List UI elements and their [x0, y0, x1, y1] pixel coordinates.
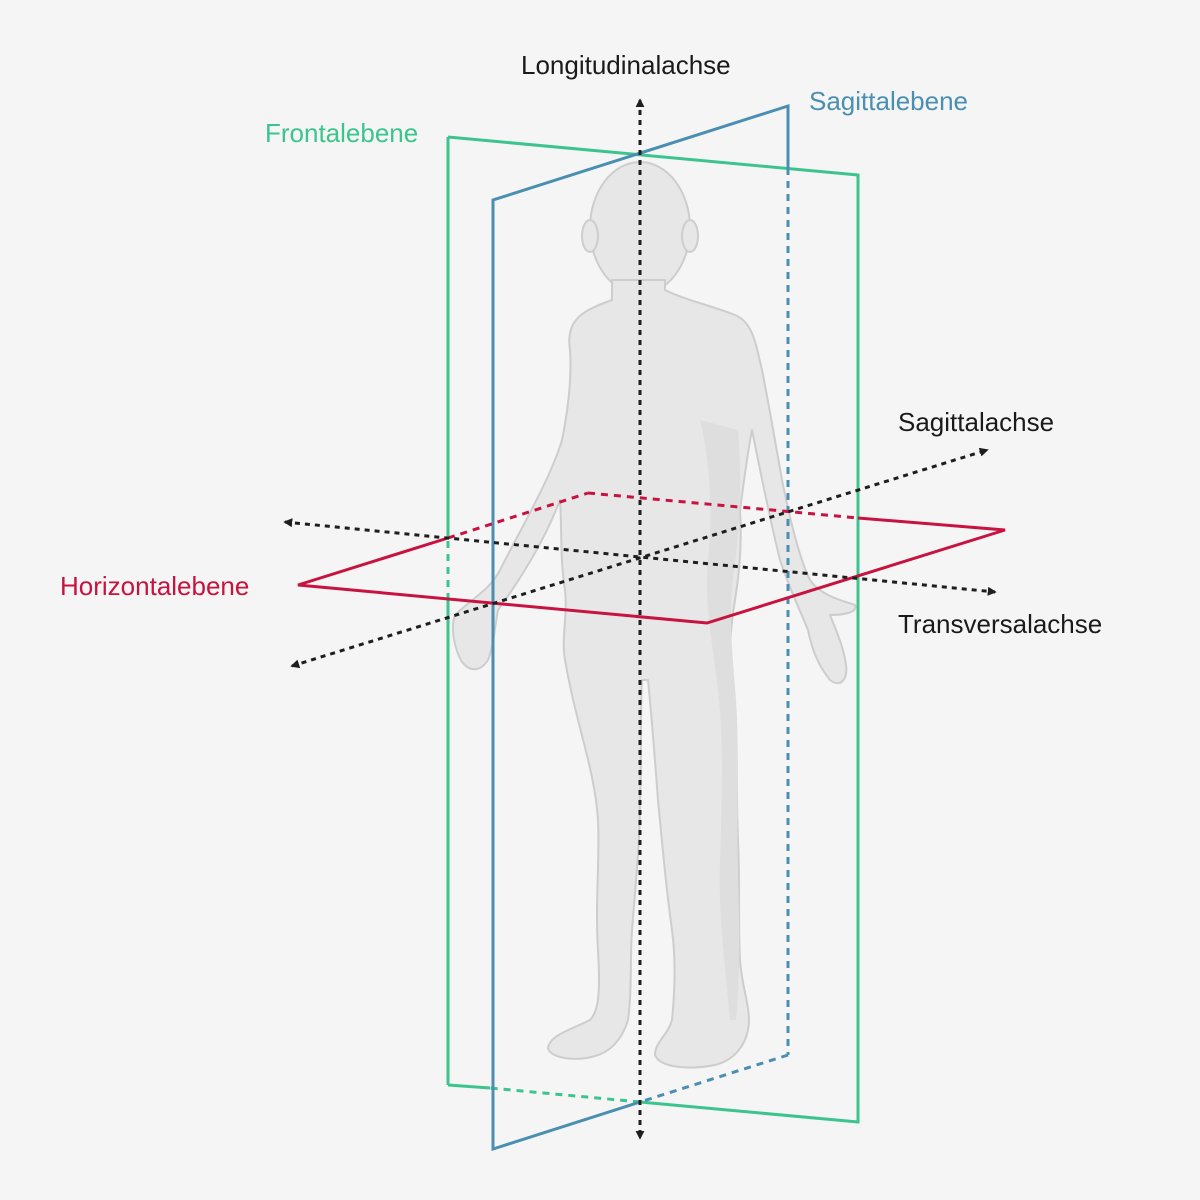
figure-ear-shape [581, 219, 599, 253]
transversal-axis-line [283, 518, 997, 596]
sagittal-plane-label: Sagittalebene [809, 86, 969, 116]
sagittal-axis-label: Sagittalachse [898, 407, 1055, 437]
body-axes [283, 98, 997, 1140]
figure-ear-shape [681, 219, 699, 253]
sagittal-plane-outline [491, 103, 790, 1152]
frontal-plane-hidden-edge [489, 1086, 641, 1104]
longitudinal-axis-label: Longitudinalachse [521, 50, 731, 80]
human-body-figure-icon [452, 161, 857, 1069]
frontal-plane-label: Frontalebene [265, 118, 419, 148]
transversal-axis-label: Transversalachse [898, 609, 1103, 639]
frontal-plane-edge [447, 1083, 491, 1090]
figure-body-shape [452, 279, 857, 1069]
horizontal-plane-label: Horizontalebene [60, 571, 250, 601]
